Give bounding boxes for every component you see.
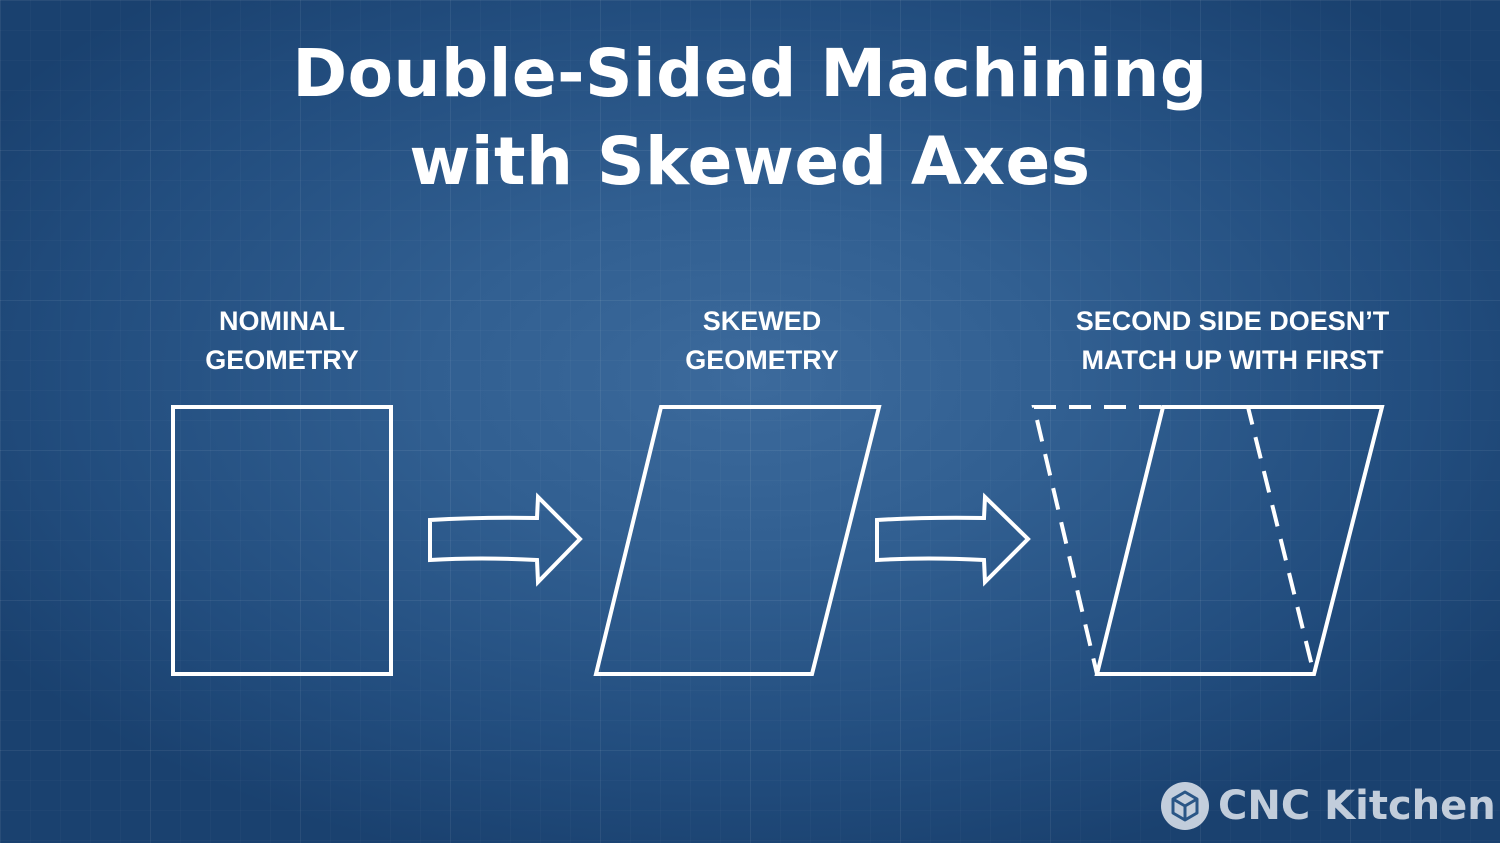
logo-text: CNC Kitchen	[1218, 783, 1496, 829]
arrow-right-icon	[875, 492, 1031, 587]
nominal-rectangle	[171, 405, 393, 676]
title-line-2: with Skewed Axes	[409, 123, 1091, 200]
arrow-right-icon	[428, 492, 583, 587]
first-side-dashed-outline	[1031, 405, 1317, 676]
second-side-solid-parallelogram	[1094, 405, 1385, 676]
mismatch-label: SECOND SIDE DOESN’T MATCH UP WITH FIRST	[1075, 306, 1390, 375]
cnc-kitchen-logo-icon	[1161, 782, 1209, 830]
slide-title: Double-Sided Machining with Skewed Axes	[0, 30, 1500, 206]
skewed-geometry-label: SKEWED GEOMETRY	[685, 306, 839, 375]
nominal-geometry-label: NOMINAL GEOMETRY	[205, 306, 359, 375]
cnc-kitchen-logo: CNC Kitchen	[1160, 778, 1496, 834]
title-line-1: Double-Sided Machining	[292, 35, 1208, 112]
skewed-parallelogram	[593, 405, 882, 676]
